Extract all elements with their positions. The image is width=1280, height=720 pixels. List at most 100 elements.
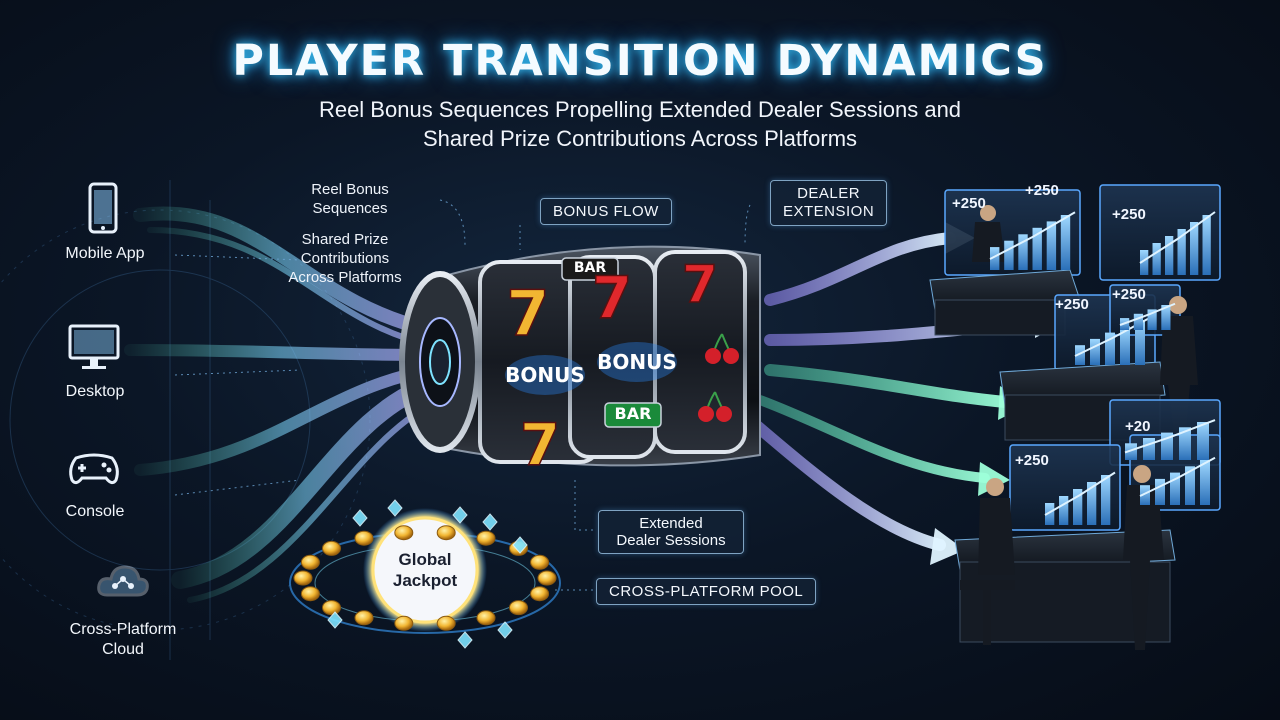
bonus-symbol: BONUS [505,355,585,395]
chart-trend-line [1044,471,1116,516]
chart-bar [1197,422,1209,460]
coin [509,600,528,616]
seven-symbol: 7 [506,276,551,351]
coin [293,570,313,586]
input-flow-streams [124,206,443,603]
jackpot-label: Global Jackpot [375,549,475,591]
chart-label-3: +250 [1112,206,1146,223]
bonus-symbol: BONUS [597,342,677,382]
chart-trend-line [1124,419,1216,454]
chart-bar [1190,222,1199,275]
note-line: Reel Bonus [311,181,389,198]
dealer-station-bottom [954,434,1221,650]
seven-symbol: 7 [681,254,719,316]
seven-symbol: 7 [591,263,633,333]
source-label: Desktop [65,383,125,400]
svg-text:BAR: BAR [574,260,607,276]
global-jackpot-group [289,499,561,649]
gamepad-icon [69,453,119,485]
chart-bar [1046,221,1057,270]
coin [530,554,550,570]
dealer-chart-bars [989,211,1216,525]
coin [354,610,374,626]
source-label-line-2: Cloud [102,641,144,658]
coin [476,530,496,546]
chart-label-1: +250 [952,195,986,212]
chart-label-4: +250 [1055,296,1089,313]
chart-bar [1200,460,1210,505]
chart-bar [1135,320,1145,365]
note-shared-prize: Shared Prize Contributions Across Platfo… [270,230,420,287]
chart-bar [1045,503,1055,525]
note-line: Contributions [300,250,390,267]
gem [327,611,343,629]
chart-bar [1140,250,1149,275]
cherry-symbol [698,391,732,422]
gem [482,513,498,531]
source-label: Cross-Platform Cloud [48,620,198,660]
chart-bar [1018,234,1028,270]
chart-label-7: +250 [1015,452,1049,469]
note-line: Dealer Sessions [616,532,726,549]
blue-gems [327,499,528,649]
coin [300,554,320,570]
coin [530,586,550,602]
gem [452,506,468,524]
coin [537,570,557,586]
chart-trend-line [1139,211,1216,264]
coin [394,615,414,631]
svg-text:BAR: BAR [615,404,652,423]
player-figure [960,478,1015,645]
pill-line: EXTENSION [783,203,875,220]
chart-bar [1075,345,1085,365]
chart-label-2: +250 [1025,182,1059,199]
source-desktop: Desktop [50,318,140,401]
source-label: Mobile App [65,245,145,262]
chart-bar [1155,478,1165,505]
svg-text:7: 7 [506,277,549,350]
chart-bar [1140,485,1150,505]
chart-bar [1087,482,1097,525]
coin [354,530,374,546]
monitor-icon [68,324,120,369]
chart-bar [1101,475,1111,525]
note-line: Across Platforms [288,269,402,286]
note-line: Shared Prize [301,231,389,248]
chart-label-5: +250 [1112,286,1146,303]
chart-bar [1059,496,1069,525]
chart-bar [1177,229,1186,275]
chart-trend-line [1119,302,1176,326]
chart-bar [1143,438,1155,460]
coin [436,615,456,631]
chart-bar [1185,466,1195,505]
svg-text:7: 7 [592,264,632,332]
note-extended-dealer-sessions: Extended Dealer Sessions [598,510,744,554]
coin [476,610,496,626]
jackpot-line: Jackpot [392,571,458,590]
chart-bar [1004,240,1014,270]
source-label: Console [65,503,125,520]
gold-coins [293,525,557,631]
gem [387,499,403,517]
chart-bar [1073,489,1083,525]
chart-label-6: +20 [1125,418,1151,435]
svg-text:7: 7 [520,411,560,479]
page-title: PLAYER TRANSITION DYNAMICS [232,36,1048,86]
reel-band [653,250,747,454]
coin [322,600,341,616]
page-subtitle: Reel Bonus Sequences Propelling Extended… [240,95,1040,153]
chart-bar [1032,227,1042,270]
coin [300,586,320,602]
pill-line: DEALER [797,185,861,202]
chart-bar [1090,338,1100,365]
coin [322,540,341,556]
reel-bands [478,250,747,464]
svg-text:7: 7 [682,255,718,315]
chart-bar [1170,472,1180,505]
chart-bar [1165,236,1174,275]
chart-bar [1161,305,1171,330]
source-mobile-app: Mobile App [55,180,155,263]
pill-bonus-flow: BONUS FLOW [540,198,672,225]
